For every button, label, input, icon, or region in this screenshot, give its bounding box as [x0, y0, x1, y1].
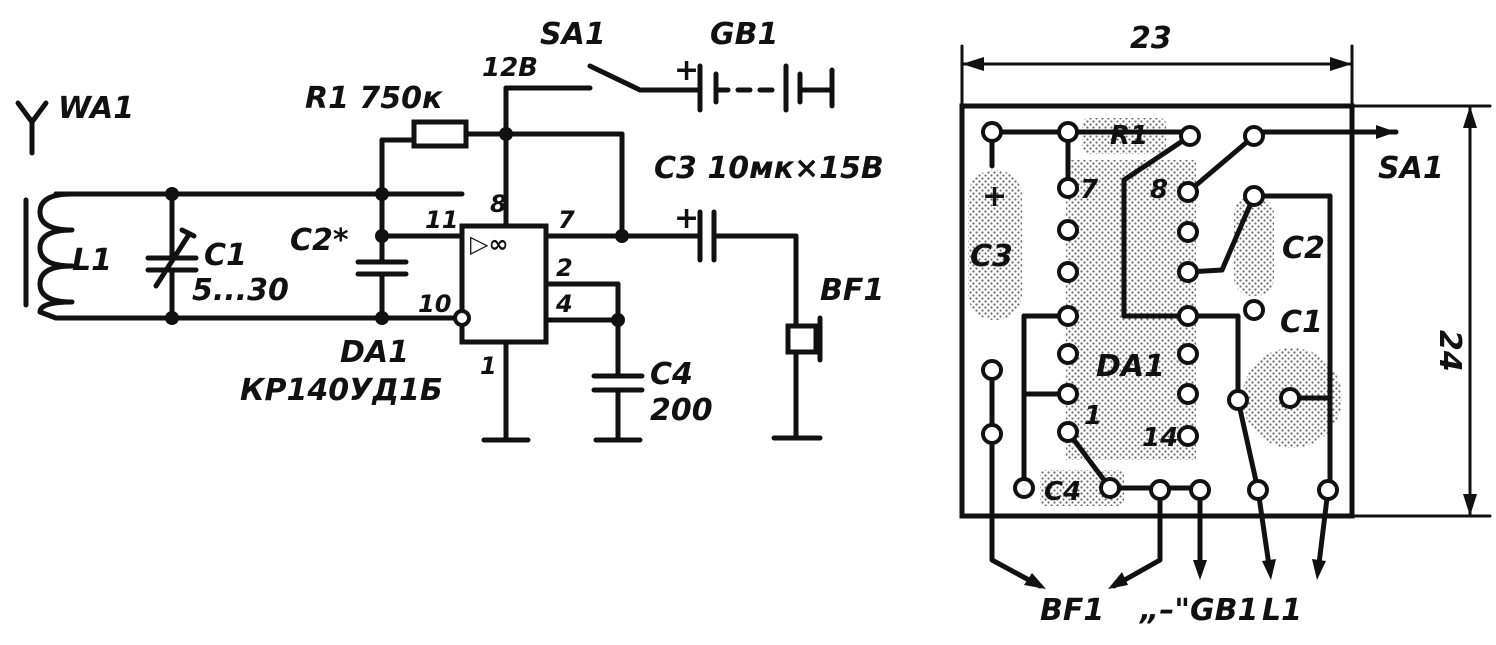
board-label-c1: C1 — [1280, 305, 1323, 340]
board-outline — [959, 103, 1355, 519]
pin4-label: 4 — [555, 290, 573, 318]
opamp-part: КР140УД1Б — [240, 373, 443, 408]
board-label-c2: C2 — [1282, 231, 1325, 266]
pin7-label: 7 — [558, 206, 575, 234]
board-label-c4: C4 — [1044, 477, 1081, 507]
pin11-label: 11 — [425, 206, 458, 234]
lead-label-sa1: SA1 — [1378, 151, 1444, 186]
board-label-da1: DA1 — [1096, 349, 1165, 384]
pin10-label: 10 — [418, 290, 451, 318]
dimension-width: 23 — [1130, 21, 1172, 56]
schematic: WA1 L1 C1 5...30 — [15, 17, 884, 443]
c1-label: C1 — [204, 238, 247, 273]
c2-label: C2* — [290, 223, 349, 258]
lead-l1-a — [1255, 487, 1273, 575]
board-label-pin8: 8 — [1150, 175, 1168, 205]
coil-label: L1 — [72, 243, 112, 278]
capacitor-c1 — [145, 191, 199, 321]
footprint-c2 — [1234, 196, 1274, 296]
board-label-c3-plus: + — [982, 179, 1007, 214]
opamp-symbol: ▷∞ — [470, 230, 508, 258]
r1-label: R1 750к — [305, 81, 443, 116]
switch-sa1 — [587, 63, 643, 93]
antenna-label: WA1 — [58, 91, 134, 126]
board-label-pin7: 7 — [1080, 175, 1099, 205]
board-label-pin1: 1 — [1084, 401, 1102, 431]
lead-l1-b — [1315, 487, 1331, 575]
footprint-r1 — [1082, 118, 1166, 154]
speaker-bf1 — [785, 323, 819, 355]
speaker-label: BF1 — [820, 273, 884, 308]
c4-value: 200 — [650, 393, 713, 428]
battery-gb1 — [697, 63, 835, 113]
board-label-pin14: 14 — [1142, 423, 1178, 453]
lead-label-gb1: „–"GB1 — [1138, 593, 1258, 628]
battery-plus: + — [674, 53, 699, 88]
c3-label: C3 10мк×15В — [654, 151, 884, 186]
footprint-c3 — [968, 170, 1022, 320]
opamp-inverting-input — [453, 309, 471, 327]
c4-label: C4 — [650, 357, 693, 392]
pin1-label: 1 — [480, 352, 497, 380]
pin8-label: 8 — [490, 190, 507, 218]
lead-label-l1: L1 — [1262, 593, 1302, 628]
antenna-symbol — [15, 100, 49, 156]
coil-l1 — [23, 191, 75, 321]
lead-label-bf1: BF1 — [1040, 593, 1104, 628]
supply-label: 12В — [482, 53, 538, 83]
opamp-ref: DA1 — [340, 335, 409, 370]
resistor-r1 — [411, 119, 469, 149]
board-label-r1: R1 — [1110, 121, 1148, 151]
pcb-layout: 23 24 — [959, 21, 1492, 628]
board-label-c3: C3 — [970, 239, 1013, 274]
pin2-label: 2 — [556, 254, 573, 282]
footprint-da1 — [1066, 160, 1196, 460]
battery-label: GB1 — [710, 17, 778, 52]
c1-value: 5...30 — [192, 273, 289, 308]
c3-plus: + — [674, 201, 699, 236]
switch-label: SA1 — [540, 17, 606, 52]
pcb-pads — [981, 121, 1339, 501]
dimension-height: 24 — [1432, 330, 1467, 372]
